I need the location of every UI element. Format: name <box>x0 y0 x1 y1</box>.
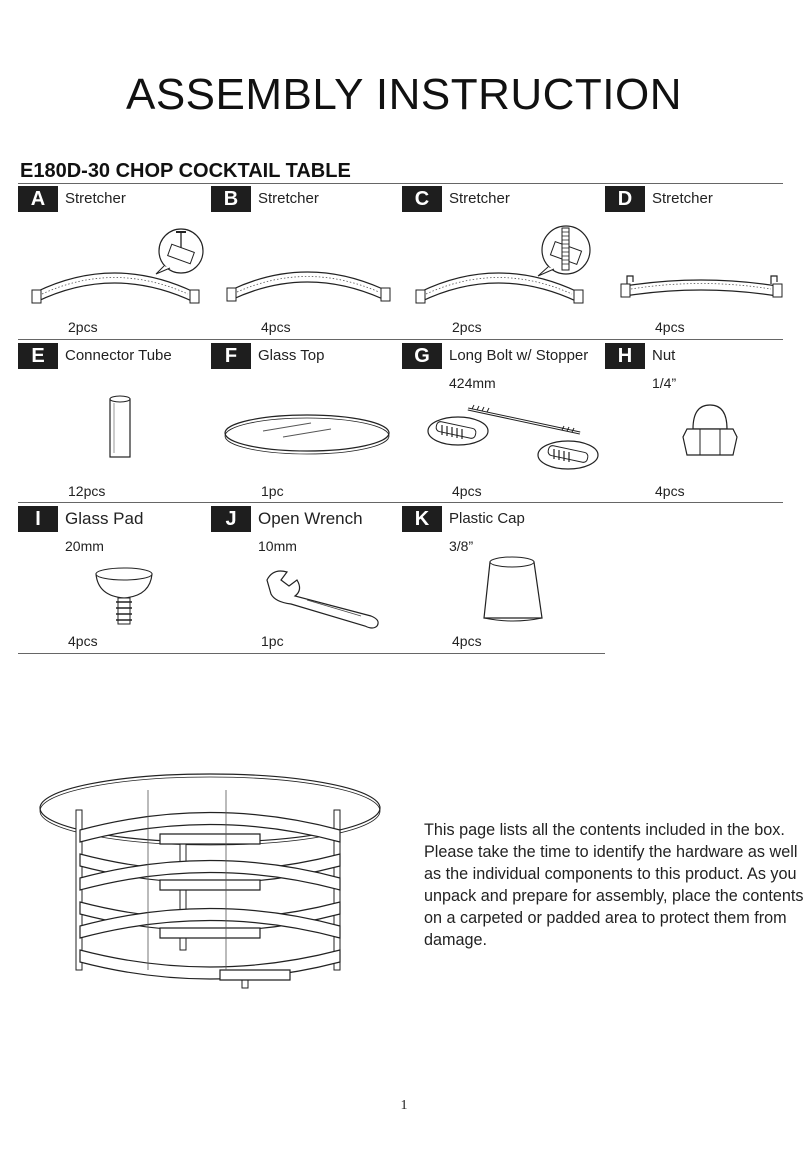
part-quantity: 4pcs <box>261 319 291 335</box>
part-letter: E <box>18 343 58 369</box>
part-name: Connector Tube <box>65 347 172 364</box>
glass-top-icon <box>224 414 390 455</box>
part-quantity: 4pcs <box>655 483 685 499</box>
part-quantity: 4pcs <box>452 483 482 499</box>
part-spec: 20mm <box>65 538 104 554</box>
part-e: E Connector Tube 12pcs <box>18 343 210 499</box>
part-g: G Long Bolt w/ Stopper 424mm 4pcs <box>402 343 599 499</box>
part-letter: K <box>402 506 442 532</box>
part-quantity: 4pcs <box>452 633 482 649</box>
part-name: Stretcher <box>258 190 319 207</box>
connector-tube-icon <box>109 395 131 458</box>
part-name: Long Bolt w/ Stopper <box>449 347 589 364</box>
part-c: C Stretcher 2pcs <box>402 186 594 336</box>
part-quantity: 1pc <box>261 633 284 649</box>
part-d: D Stretcher 4pcs <box>605 186 797 336</box>
page-title: ASSEMBLY INSTRUCTION <box>125 70 683 119</box>
glass-pad-icon <box>95 567 153 625</box>
part-name: Nut <box>652 347 676 364</box>
part-letter: D <box>605 186 645 212</box>
part-quantity: 4pcs <box>655 319 685 335</box>
open-wrench-icon <box>266 570 379 629</box>
part-name: Open Wrench <box>258 509 363 528</box>
part-name: Glass Top <box>258 347 325 364</box>
long-bolt-icon <box>427 404 599 470</box>
curved-stretcher-with-pegs-icon <box>620 275 783 298</box>
part-letter: B <box>211 186 251 212</box>
part-name: Glass Pad <box>65 509 144 528</box>
part-k: K Plastic Cap 3/8” 4pcs <box>402 506 594 650</box>
row-divider <box>18 339 783 340</box>
product-name: E180D-30 CHOP COCKTAIL TABLE <box>20 160 351 182</box>
part-letter: I <box>18 506 58 532</box>
part-name: Plastic Cap <box>449 510 525 527</box>
part-letter: J <box>211 506 251 532</box>
part-b: B Stretcher 4pcs <box>211 186 403 336</box>
part-spec: 10mm <box>258 538 297 554</box>
curved-stretcher-icon <box>226 271 391 302</box>
part-letter: H <box>605 343 645 369</box>
part-h: H Nut 1/4” 4pcs <box>605 343 797 499</box>
cap-nut-icon <box>682 404 738 456</box>
part-spec: 424mm <box>449 375 496 391</box>
part-quantity: 2pcs <box>452 319 482 335</box>
curved-stretcher-with-threaded-rod-detail-icon <box>415 225 591 304</box>
part-name: Stretcher <box>449 190 510 207</box>
part-name: Stretcher <box>65 190 126 207</box>
header-rule <box>18 183 783 184</box>
curved-stretcher-with-screw-detail-icon <box>31 228 204 304</box>
part-letter: F <box>211 343 251 369</box>
part-name: Stretcher <box>652 190 713 207</box>
part-quantity: 12pcs <box>68 483 106 499</box>
contents-description: This page lists all the contents include… <box>424 821 804 949</box>
part-letter: A <box>18 186 58 212</box>
part-letter: C <box>402 186 442 212</box>
part-j: J Open Wrench 10mm 1pc <box>211 506 403 650</box>
row-divider <box>18 502 783 503</box>
row-divider <box>18 653 605 654</box>
plastic-cap-icon <box>483 556 543 622</box>
part-quantity: 1pc <box>261 483 284 499</box>
part-quantity: 4pcs <box>68 633 98 649</box>
part-f: F Glass Top 1pc <box>211 343 403 499</box>
assembled-table-illustration <box>39 773 381 989</box>
part-a: A Stretcher 2pcs <box>18 186 210 336</box>
part-quantity: 2pcs <box>68 319 98 335</box>
page-number: 1 <box>400 1098 408 1113</box>
part-spec: 3/8” <box>449 538 474 554</box>
part-letter: G <box>402 343 442 369</box>
part-spec: 1/4” <box>652 375 677 391</box>
part-i: I Glass Pad 20mm 4pcs <box>18 506 210 650</box>
